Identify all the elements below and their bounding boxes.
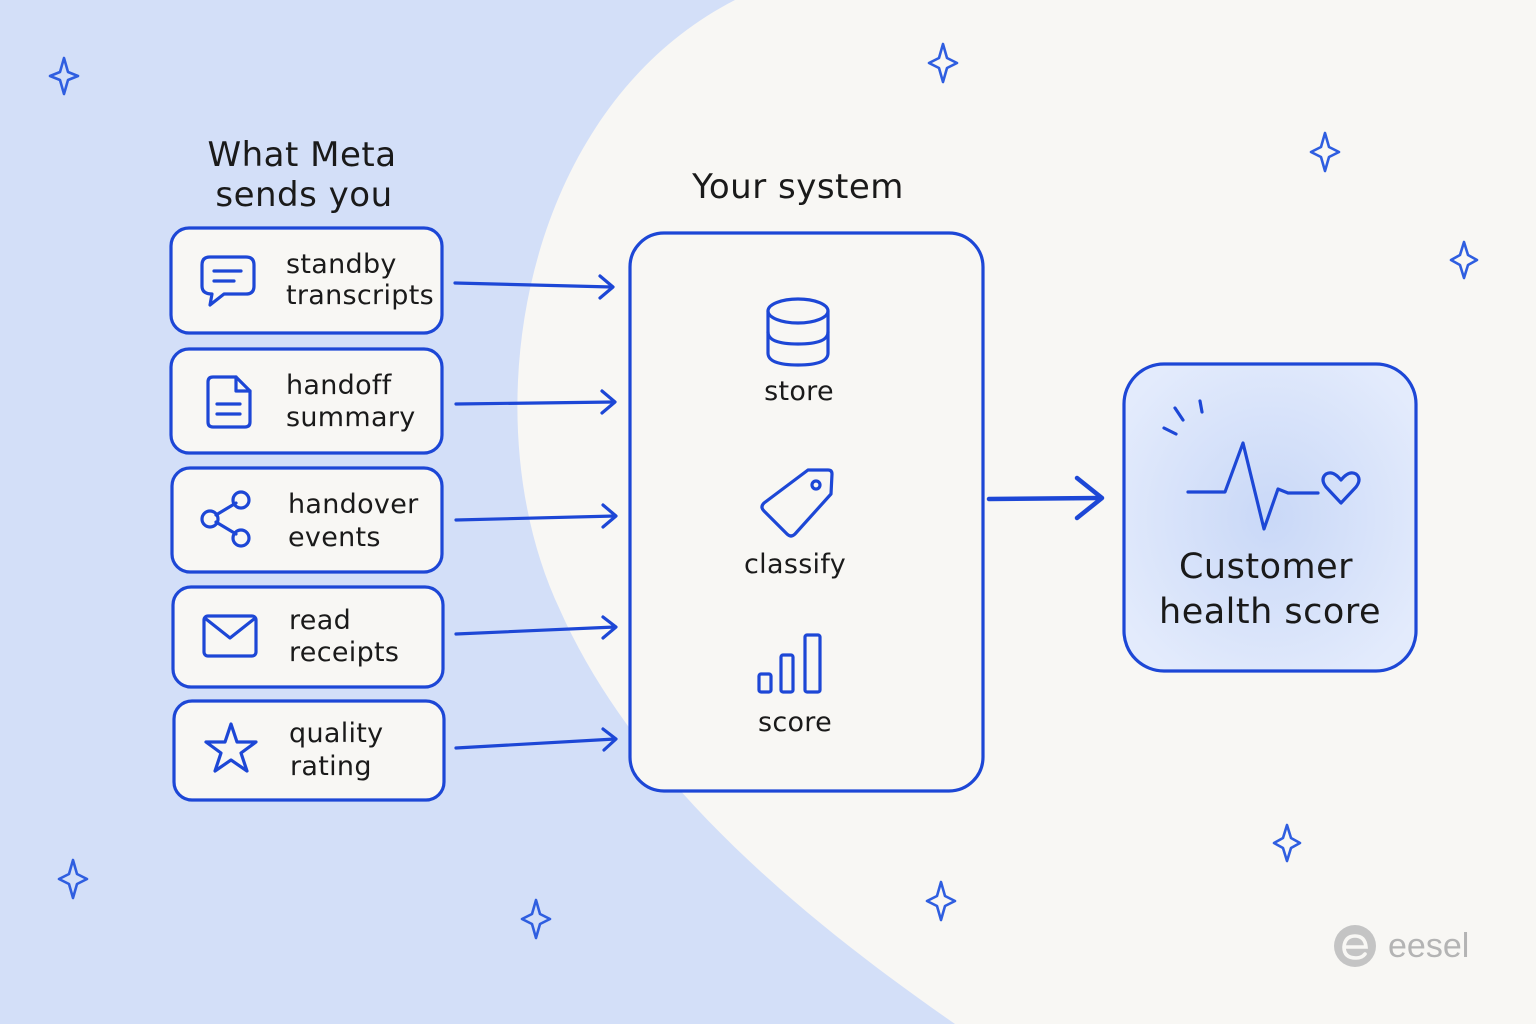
envelope-icon [202,614,258,658]
system-step-label: score [758,707,832,738]
star-icon [204,722,258,773]
system-title: Your system [691,167,904,207]
output-label-line-2: health score [1159,592,1381,632]
document-icon [206,375,252,429]
sparkle-icon [520,898,552,940]
source-item-label-line-2: transcripts [286,280,434,311]
bar-chart-icon [757,633,822,694]
source-item-label-line-2: receipts [289,637,399,668]
system-step-label: store [764,376,834,407]
sparkle-decorations [48,42,1479,940]
source-item-label-line-1: handoff [286,370,393,401]
output-card: Customer health score [1122,362,1418,673]
source-item-handoff-summary: handoff summary [169,347,444,455]
source-item-label-line-1: standby [286,249,397,280]
arrow [453,274,615,300]
source-item-label-line-2: events [288,522,381,553]
source-item-label-line-1: handover [288,489,419,520]
source-title-line-1: What Meta [207,135,396,175]
source-item-read-receipts: read receipts [171,585,445,689]
eesel-logo: eesel [1334,925,1469,967]
source-item-label-line-2: rating [290,751,372,782]
source-item-standby-transcripts: standby transcripts [169,226,444,335]
heartbeat-heart-icon [1162,399,1361,531]
input-arrows [453,274,618,752]
output-arrow [986,475,1105,521]
system-step-label: classify [744,549,846,580]
source-item-quality-rating: quality rating [172,699,446,802]
sparkle-icon [1309,131,1341,173]
share-icon [200,490,251,548]
brand-name: eesel [1388,927,1469,965]
arrow [454,389,617,415]
sparkle-icon [925,880,957,922]
tag-icon [760,468,834,538]
source-title-line-2: sends you [215,175,392,215]
output-label-line-1: Customer [1179,547,1353,587]
source-item-label-line-2: summary [286,402,416,433]
sparkle-icon [927,42,959,84]
sparkle-icon [1272,823,1302,863]
database-icon [766,297,830,367]
sparkle-icon [57,858,89,900]
eesel-logo-icon [1334,925,1376,967]
arrow [454,727,618,752]
system-box [628,231,985,793]
arrow [454,615,618,640]
source-item-label-line-1: quality [289,718,383,749]
source-item-label-line-1: read [289,605,351,636]
sparkle-icon [1449,240,1479,280]
sparkle-icon [48,56,80,96]
source-item-handover-events: handover events [170,466,444,574]
arrow [454,503,618,529]
chat-bubble-icon [200,255,256,307]
